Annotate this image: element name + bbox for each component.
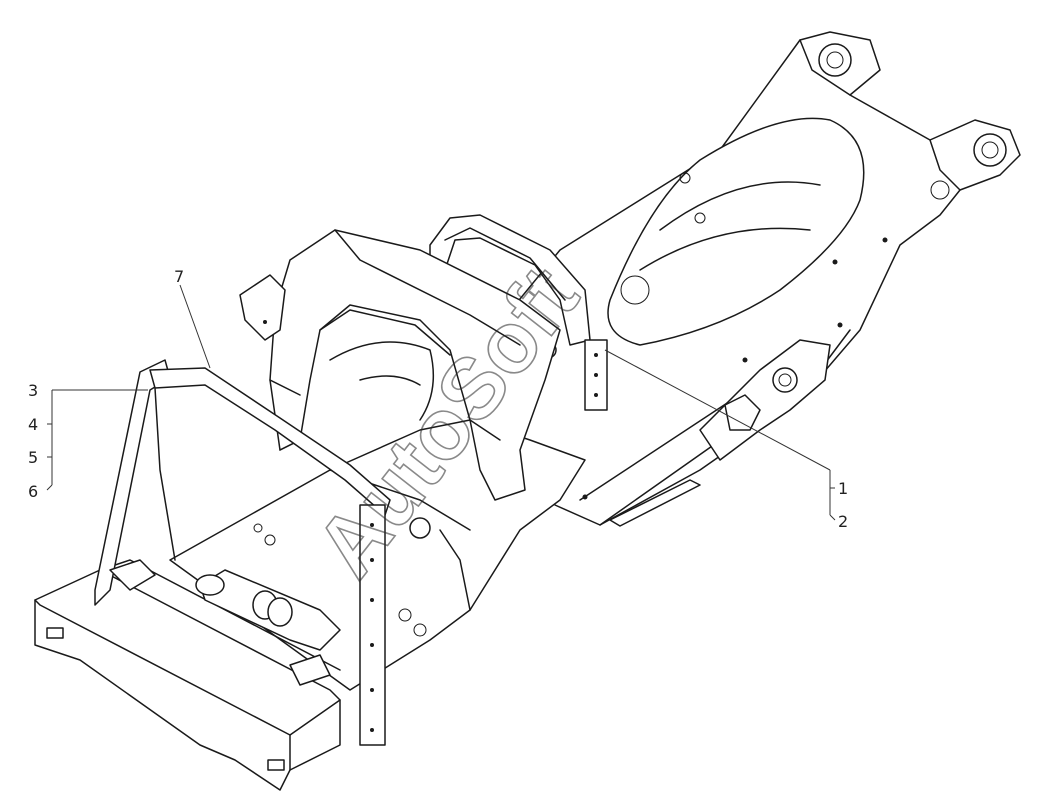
callout-6: 6 — [28, 482, 38, 501]
callout-4: 4 — [28, 415, 38, 434]
callout-2: 2 — [838, 512, 848, 531]
drive-shaft — [109, 559, 341, 686]
leader-lines — [46, 284, 836, 521]
callouts: 7 3 4 5 6 1 2 — [28, 267, 848, 531]
callout-1: 1 — [838, 479, 848, 498]
callout-7: 7 — [174, 267, 184, 286]
front-hoop — [239, 229, 561, 501]
callout-3: 3 — [28, 381, 38, 400]
callout-5: 5 — [28, 448, 38, 467]
front-post-brace — [94, 359, 391, 746]
